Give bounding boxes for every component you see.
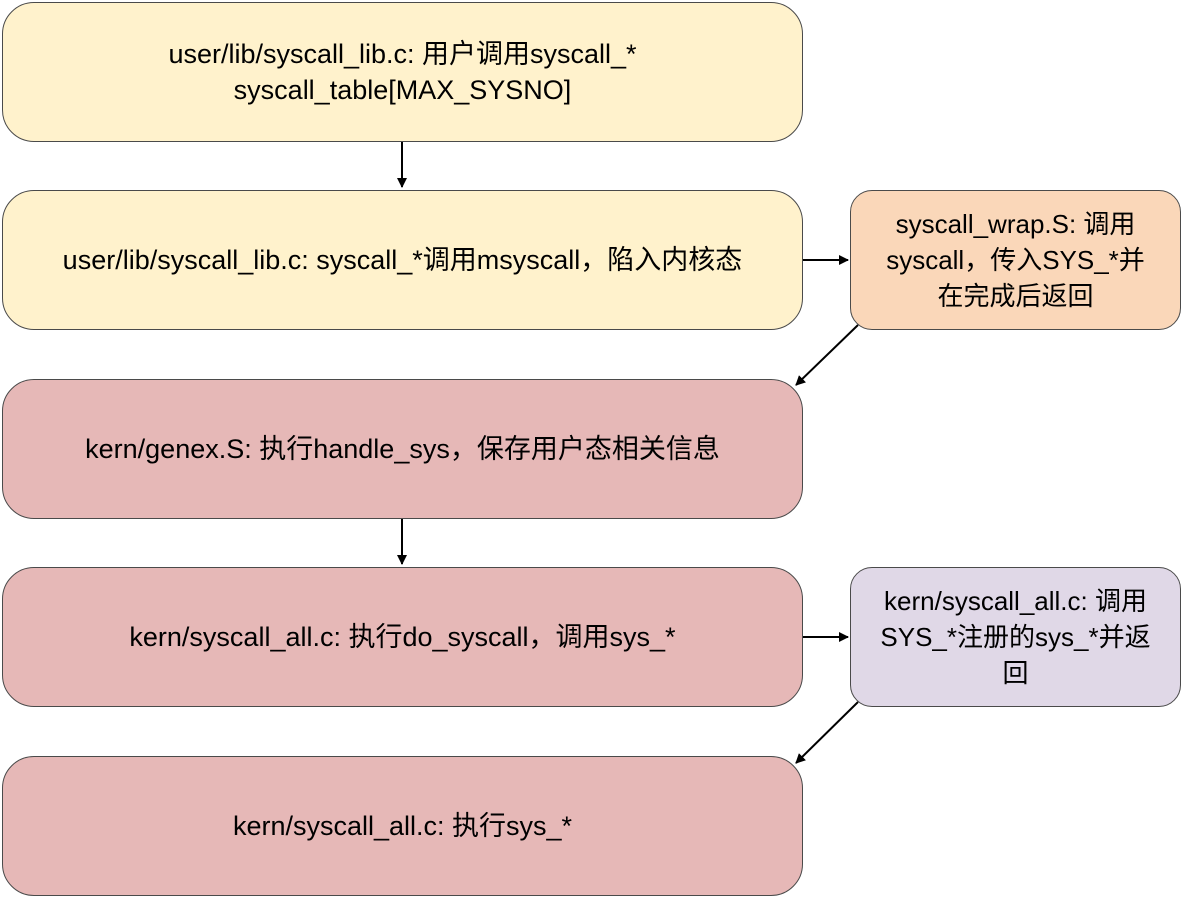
msyscall-trap-node: user/lib/syscall_lib.c: syscall_*调用msysc… bbox=[2, 190, 803, 330]
user-syscall-call-line-1: user/lib/syscall_lib.c: 用户调用syscall_* bbox=[168, 39, 637, 69]
arrow-syscall-wrap-to-handle-sys bbox=[795, 324, 859, 386]
sys-register-line-1: kern/syscall_all.c: 调用 bbox=[884, 586, 1147, 616]
exec-sys-node: kern/syscall_all.c: 执行sys_* bbox=[2, 756, 803, 896]
sys-register-node: kern/syscall_all.c: 调用 SYS_*注册的sys_*并返 回 bbox=[850, 567, 1181, 707]
syscall-wrap-line-2: syscall，传入SYS_*并 bbox=[886, 245, 1145, 275]
syscall-wrap-line-3: 在完成后返回 bbox=[937, 281, 1094, 311]
handle-sys-line-1: kern/genex.S: 执行handle_sys，保存用户态相关信息 bbox=[85, 434, 720, 464]
syscall-wrap-line-1: syscall_wrap.S: 调用 bbox=[895, 209, 1136, 239]
syscall-wrap-node: syscall_wrap.S: 调用 syscall，传入SYS_*并 在完成后… bbox=[850, 190, 1181, 330]
user-syscall-call-line-2: syscall_table[MAX_SYSNO] bbox=[233, 75, 572, 105]
msyscall-trap-line-1: user/lib/syscall_lib.c: syscall_*调用msysc… bbox=[62, 245, 743, 275]
sys-register-line-3: 回 bbox=[1002, 658, 1029, 688]
do-syscall-node: kern/syscall_all.c: 执行do_syscall，调用sys_* bbox=[2, 567, 803, 707]
arrow-sys-register-to-exec-sys bbox=[795, 701, 859, 764]
handle-sys-node: kern/genex.S: 执行handle_sys，保存用户态相关信息 bbox=[2, 379, 803, 519]
exec-sys-line-1: kern/syscall_all.c: 执行sys_* bbox=[232, 811, 573, 841]
sys-register-line-2: SYS_*注册的sys_*并返 bbox=[880, 622, 1151, 652]
do-syscall-line-1: kern/syscall_all.c: 执行do_syscall，调用sys_* bbox=[129, 622, 676, 652]
user-syscall-call-node: user/lib/syscall_lib.c: 用户调用syscall_* sy… bbox=[2, 2, 803, 142]
